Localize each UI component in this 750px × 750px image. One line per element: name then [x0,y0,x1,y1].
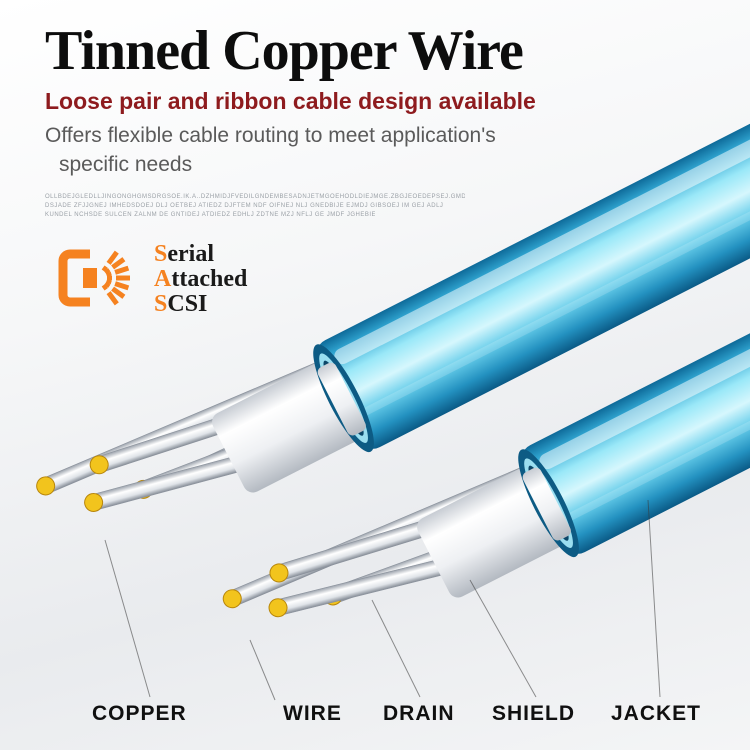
leader-line-copper [104,539,151,698]
leader-line-drain [371,599,421,698]
sas-logo-text: Serial Attached SCSI [154,240,248,317]
header-block: Tinned Copper Wire Loose pair and ribbon… [45,22,536,220]
cable-jacket [521,112,750,554]
jacket-highlight [539,124,750,470]
sas-initial-a: A [154,265,172,292]
inner-ribbon [522,467,571,541]
leader-line-jacket [647,499,661,698]
copper-tip [36,476,56,496]
sas-initial-s1: S [154,240,168,267]
fine-print-line-3: KUNDEL NCHSDE SULCEN ZALNM DE GNTIDEJ AT… [45,212,375,218]
page-title: Tinned Copper Wire [45,20,524,82]
copper-tip [84,492,104,512]
leader-line-shield [469,579,537,698]
fine-print-line-1: OLLBDEJGLEDLLJINGONGHGMSDRGSOE.IK.A..DZH… [45,194,465,200]
copper-tip [222,589,242,609]
copper-tip [268,598,288,618]
label-drain: DRAIN [383,702,455,725]
sas-rest-ttached: ttached [171,265,248,292]
sas-rest-csi: CSI [167,290,208,317]
jacket-highlight [362,75,750,416]
sas-rest-erial: erial [167,240,214,267]
label-wire: WIRE [283,702,342,725]
ribbon-cable-back [222,112,750,618]
sas-initial-s2: S [154,290,168,317]
copper-tip [269,563,289,583]
cable-jacket [316,7,750,449]
inner-ribbon [317,362,366,436]
jacket-highlight [567,180,750,521]
label-jacket: JACKET [611,702,702,725]
description-line-2: specific needs [59,153,193,176]
label-copper: COPPER [92,702,187,725]
sas-word-attached: Attached [154,265,248,292]
sas-logo: Serial Attached SCSI [56,238,247,320]
tagline: Loose pair and ribbon cable design avail… [45,88,536,114]
leader-line-wire [249,639,276,701]
fine-print-line-2: DSJADE ZFJJGNEJ IMHEDSDOEJ DLJ OETBEJ AT… [45,203,444,209]
label-shield: SHIELD [492,702,576,725]
copper-tip [89,455,109,475]
description-line-1: Offers flexible cable routing to meet ap… [45,124,496,147]
sas-word-scsi: SCSI [154,290,247,317]
sas-burst-icon [58,249,130,307]
jacket-highlight [334,19,750,365]
sas-word-serial: Serial [154,240,247,267]
ribbon-cable-front [36,7,750,512]
